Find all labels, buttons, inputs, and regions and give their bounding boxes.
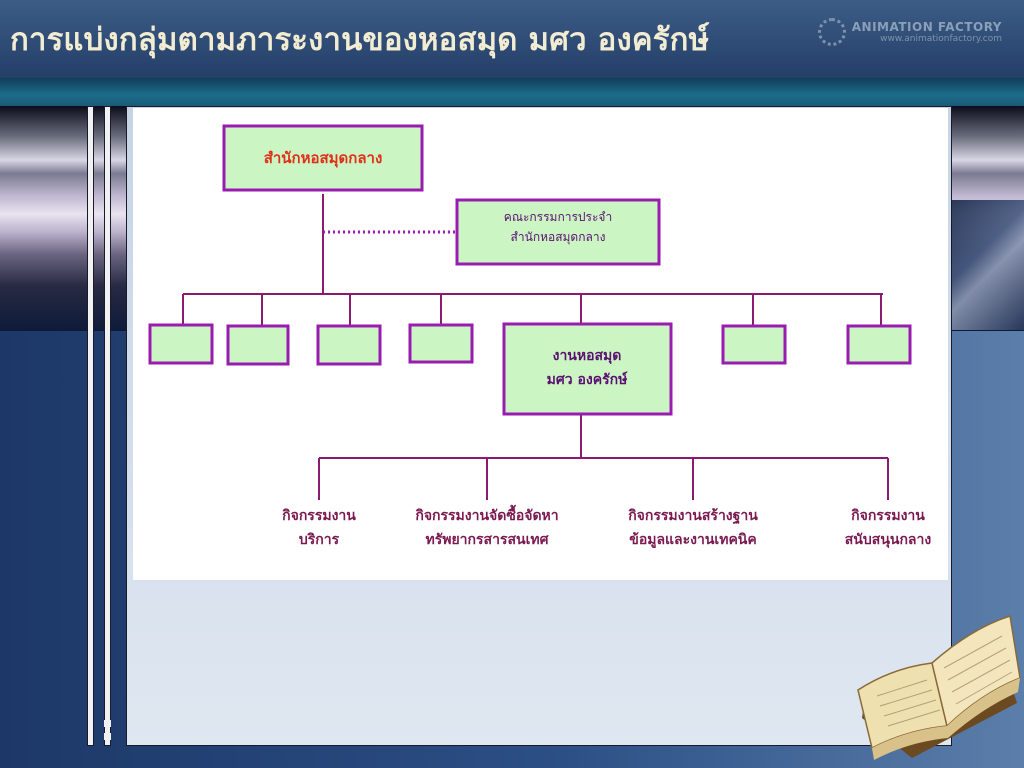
committee-node-label: สำนักหอสมุดกลาง: [511, 230, 606, 245]
unit-node-box: [846, 324, 912, 365]
decorative-square: [104, 720, 111, 727]
activity-label: สนับสนุนกลาง: [845, 532, 932, 548]
unit-node-box: [226, 324, 290, 366]
committee-node-label: คณะกรรมการประจำ: [504, 210, 612, 224]
animation-factory-logo: ANIMATION FACTORY www.animationfactory.c…: [852, 20, 1002, 44]
gear-icon: [818, 18, 846, 46]
activity-label: กิจกรรมงาน: [282, 508, 357, 524]
slide-title: การแบ่งกลุ่มตามภาระงานของหอสมุด มศว องคร…: [10, 22, 710, 58]
title-bar: การแบ่งกลุ่มตามภาระงานของหอสมุด มศว องคร…: [0, 0, 1024, 78]
root-node-label: สำนักหอสมุดกลาง: [264, 149, 383, 168]
logo-url: www.animationfactory.com: [880, 34, 1002, 44]
decorative-square: [104, 733, 111, 740]
teal-band: [0, 78, 1024, 106]
vertical-bar-left: [87, 106, 94, 746]
branch-node-box: [502, 322, 673, 416]
unit-node-box: [721, 324, 787, 365]
activity-label: ข้อมูลและงานเทคนิค: [629, 532, 757, 548]
branch-node-label: งานหอสมุด: [553, 348, 622, 364]
logo-name: ANIMATION FACTORY: [851, 20, 1002, 34]
unit-node-box: [148, 323, 214, 365]
branch-node-label: มศว องครักษ์: [547, 371, 628, 388]
activity-label: บริการ: [299, 532, 340, 548]
book-icon: [857, 615, 1021, 760]
activity-label: กิจกรรมงานสร้างฐาน: [628, 508, 759, 525]
unit-node-box: [408, 323, 474, 364]
decorative-photo: [952, 200, 1024, 330]
activity-label: ทรัพยากรสารสนเทศ: [426, 532, 550, 548]
vertical-bar-right: [104, 106, 111, 746]
activity-label: กิจกรรมงาน: [851, 508, 926, 524]
org-chart: สำนักหอสมุดกลางคณะกรรมการประจำสำนักหอสมุ…: [133, 108, 948, 580]
root-node-box: [222, 124, 424, 192]
activity-label: กิจกรรมงานจัดซื้อจัดหา: [415, 504, 559, 524]
org-chart-svg: สำนักหอสมุดกลางคณะกรรมการประจำสำนักหอสมุ…: [148, 124, 932, 548]
committee-node-box: [455, 198, 661, 266]
unit-node-box: [316, 324, 382, 366]
